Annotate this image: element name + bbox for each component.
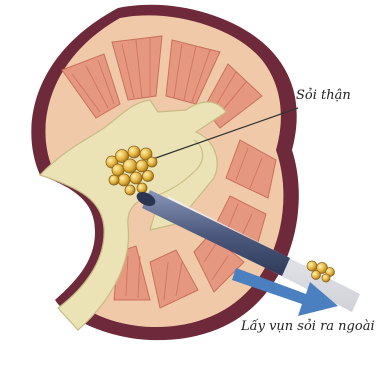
remove-fragments-label: Lấy vụn sỏi ra ngoài bbox=[241, 319, 375, 334]
kidney-stone-label: Sỏi thận bbox=[296, 88, 351, 103]
